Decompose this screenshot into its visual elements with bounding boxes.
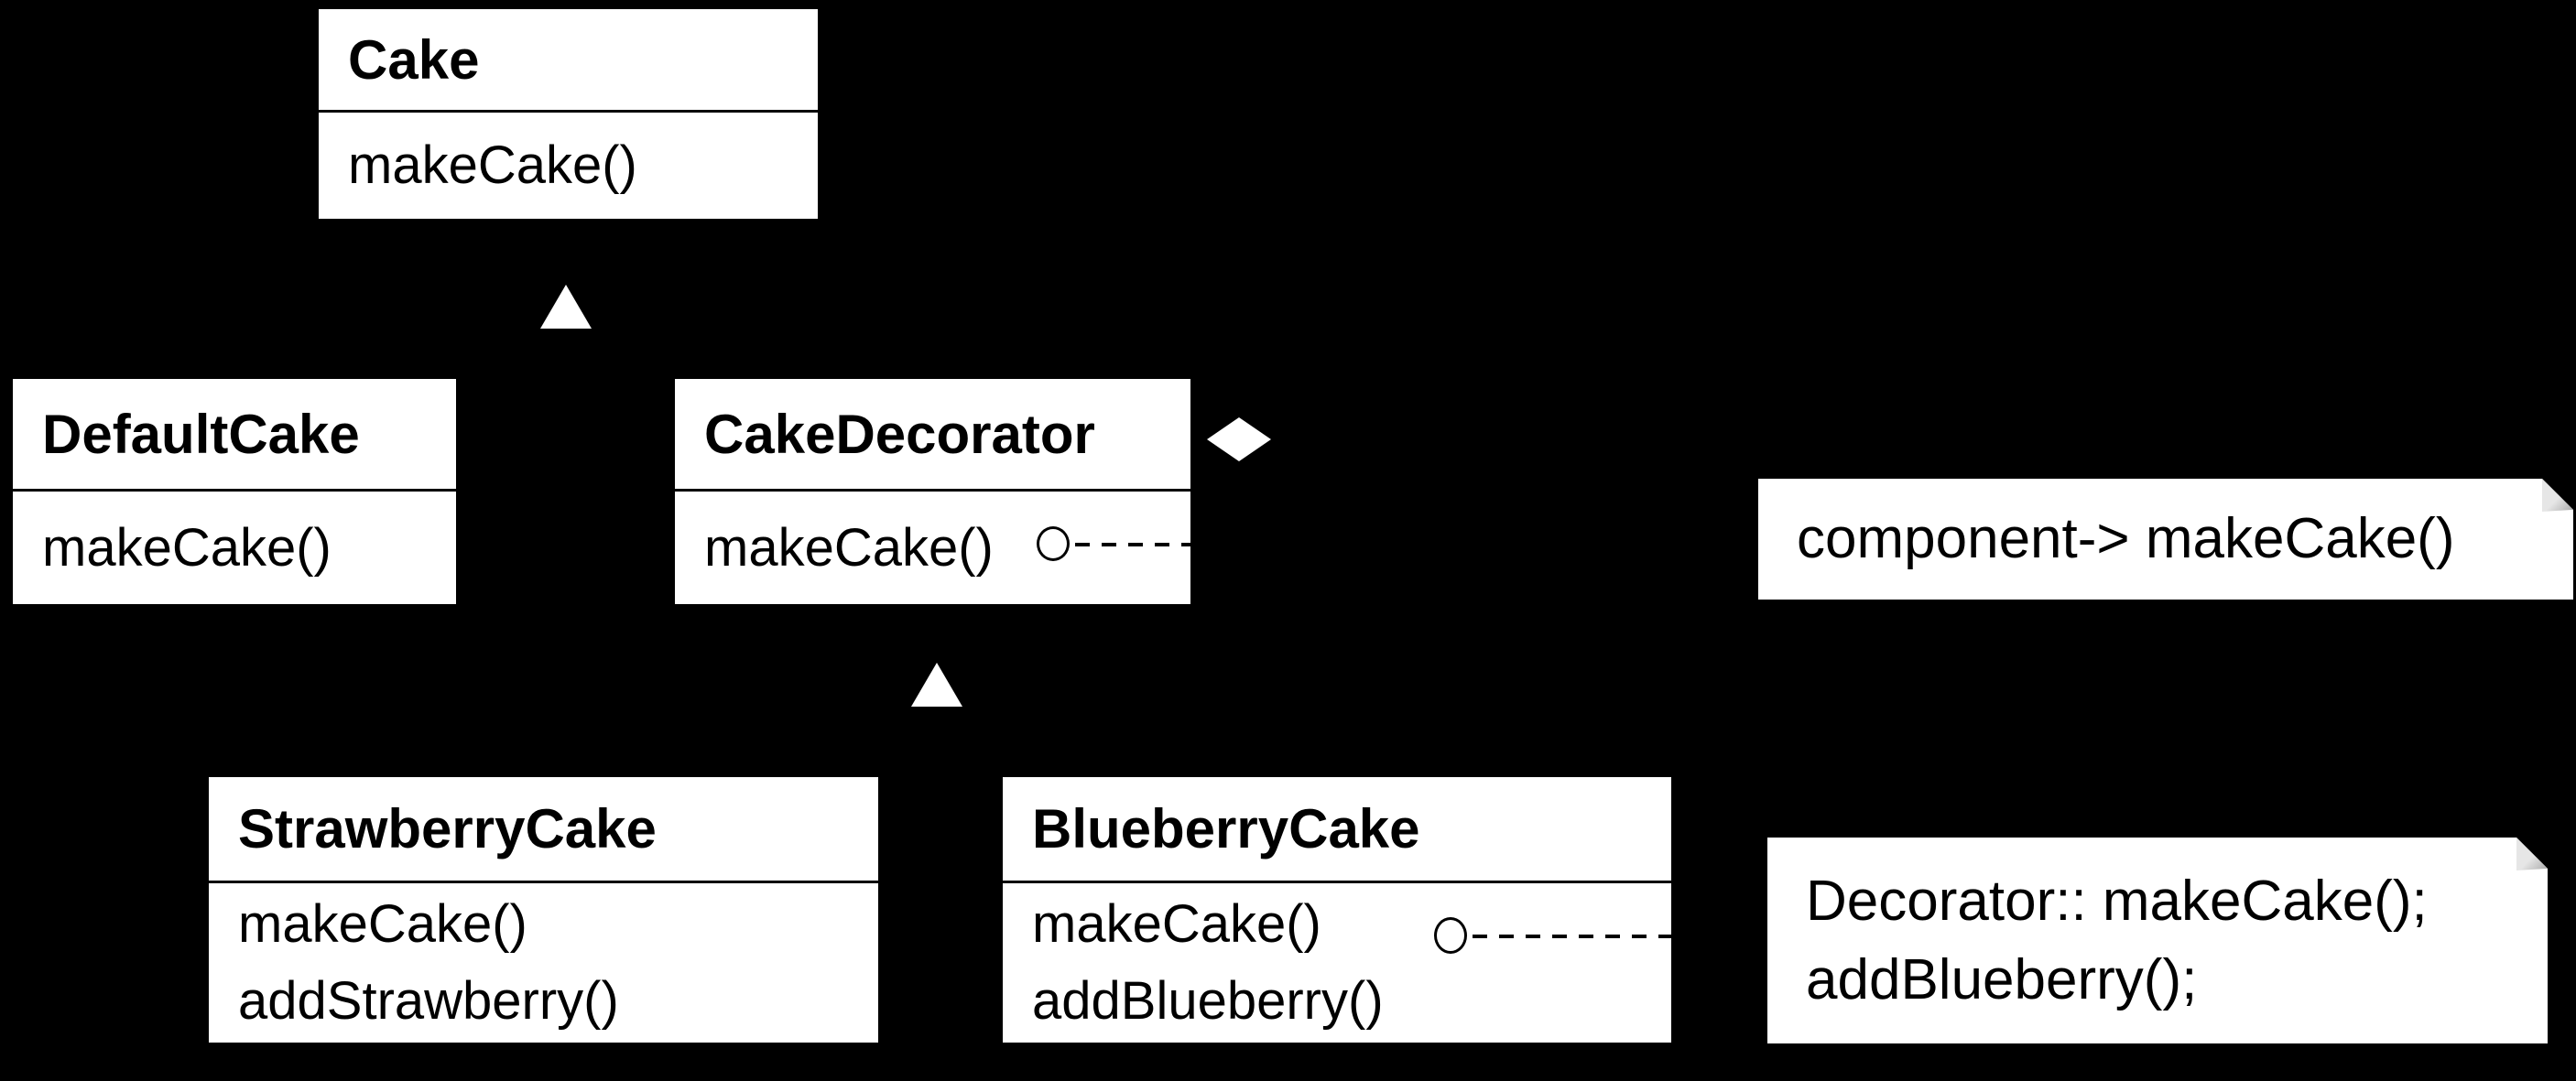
dashed-connector (1075, 543, 1190, 546)
method-label: makeCake() (1032, 894, 1321, 954)
class-methods-cake: makeCake() (319, 113, 818, 219)
method-label: makeCake() (42, 517, 332, 578)
class-box-cake-decorator: CakeDecorator makeCake() (675, 379, 1190, 604)
method-label: makeCake() (348, 135, 637, 195)
note-text: component-> makeCake() (1797, 507, 2455, 570)
dashed-connector (1473, 935, 1671, 938)
lollipop-circle-icon (1434, 917, 1467, 954)
class-box-blueberry-cake: BlueberryCake makeCake() addBlueberry() (1003, 777, 1671, 1043)
inheritance-triangle-icon (911, 663, 962, 707)
note-text: Decorator:: makeCake(); (1806, 869, 2428, 933)
class-methods-blueberry-cake: makeCake() addBlueberry() (1003, 883, 1671, 1043)
class-title-default-cake: DefaultCake (13, 379, 456, 492)
class-methods-strawberry-cake: makeCake() addStrawberry() (209, 883, 878, 1043)
aggregation-diamond-icon (1207, 417, 1271, 461)
class-methods-default-cake: makeCake() (13, 492, 456, 604)
class-methods-cake-decorator: makeCake() (675, 492, 1190, 604)
class-title-blueberry-cake: BlueberryCake (1003, 777, 1671, 883)
folded-corner-icon (2542, 479, 2573, 512)
method-label: makeCake() (238, 894, 527, 954)
inheritance-triangle-icon (540, 285, 592, 329)
note-text: addBlueberry(); (1806, 947, 2198, 1011)
method-label: makeCake() (704, 517, 994, 578)
method-label: addStrawberry() (238, 971, 619, 1031)
lollipop-circle-icon (1037, 526, 1070, 561)
class-box-strawberry-cake: StrawberryCake makeCake() addStrawberry(… (209, 777, 878, 1043)
class-title-cake-decorator: CakeDecorator (675, 379, 1190, 492)
note-component-makecake: component-> makeCake() (1758, 479, 2573, 600)
class-title-strawberry-cake: StrawberryCake (209, 777, 878, 883)
class-title-cake: Cake (319, 9, 818, 113)
method-label: addBlueberry() (1032, 971, 1384, 1031)
class-box-default-cake: DefaultCake makeCake() (13, 379, 456, 604)
class-box-cake: Cake makeCake() (319, 9, 818, 219)
folded-corner-icon (2516, 838, 2548, 870)
note-decorator-makecake: Decorator:: makeCake(); addBlueberry(); (1767, 838, 2548, 1043)
